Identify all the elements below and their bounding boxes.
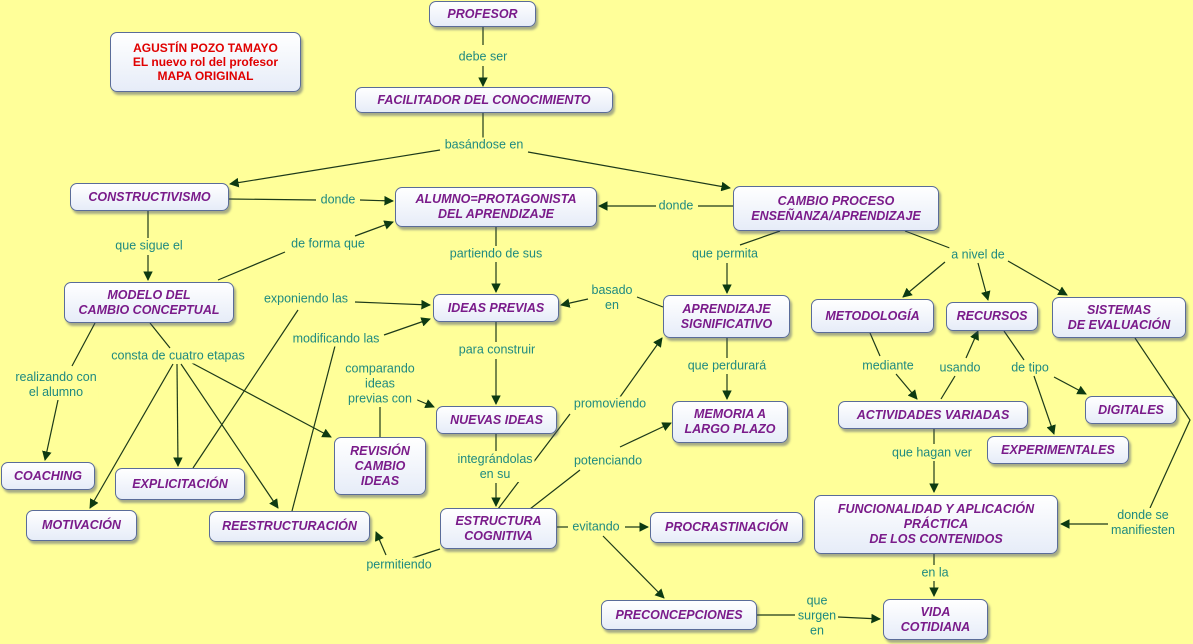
link-label-comparando-ideas-previas: comparando ideas previas con (343, 361, 417, 407)
link-label-de-forma-que: de forma que (289, 236, 367, 252)
link-label-realizando-con-el-alumno: realizando con el alumno (13, 370, 99, 400)
link-label-que-surgen-en: que surgen en (795, 593, 839, 639)
node-metodologia[interactable]: METODOLOGÍA (811, 299, 934, 333)
link-label-usando: usando (937, 360, 983, 376)
node-nuevas-ideas[interactable]: NUEVAS IDEAS (436, 406, 557, 434)
node-reestructuracion[interactable]: REESTRUCTURACIÓN (209, 511, 370, 542)
node-profesor[interactable]: PROFESOR (429, 1, 536, 27)
link-label-debe-ser: debe ser (456, 49, 510, 65)
link-label-consta-de-cuatro-etapas: consta de cuatro etapas (109, 348, 247, 364)
node-modelo-cambio-conceptual[interactable]: MODELO DEL CAMBIO CONCEPTUAL (64, 282, 234, 323)
link-label-basandose-en: basándose en (442, 137, 526, 153)
node-recursos[interactable]: RECURSOS (946, 302, 1038, 331)
node-funcionalidad-aplicacion[interactable]: FUNCIONALIDAD Y APLICACIÓN PRÁCTICA DE L… (814, 495, 1058, 554)
link-label-donde-left: donde (318, 192, 358, 208)
link-label-para-construir: para construir (456, 342, 538, 358)
link-label-evitando: evitando (570, 519, 622, 535)
link-label-donde-right: donde (656, 198, 696, 214)
node-digitales[interactable]: DIGITALES (1085, 396, 1177, 424)
node-preconcepciones[interactable]: PRECONCEPCIONES (601, 600, 757, 630)
node-revision-cambio-ideas[interactable]: REVISIÓN CAMBIO IDEAS (334, 437, 426, 495)
link-label-modificando-las: modificando las (290, 331, 382, 347)
link-label-donde-se-manifiesten: donde se manifiesten (1109, 508, 1177, 538)
node-estructura-cognitiva[interactable]: ESTRUCTURA COGNITIVA (440, 508, 557, 549)
link-label-de-tipo: de tipo (1009, 360, 1051, 376)
node-sistemas-de-evaluacion[interactable]: SISTEMAS DE EVALUACIÓN (1052, 297, 1186, 338)
author-title-box: AGUSTÍN POZO TAMAYO EL nuevo rol del pro… (110, 32, 301, 92)
link-label-basado-en: basado en (589, 283, 635, 313)
link-label-que-hagan-ver: que hagan ver (890, 445, 974, 461)
link-label-partiendo-de-sus: partiendo de sus (447, 246, 545, 262)
link-label-que-permita: que permita (689, 246, 761, 262)
node-actividades-variadas[interactable]: ACTIVIDADES VARIADAS (838, 401, 1028, 429)
node-experimentales[interactable]: EXPERIMENTALES (987, 436, 1129, 464)
link-label-promoviendo: promoviendo (571, 396, 649, 412)
link-label-integrandolas-en-su: integrándolas en su (455, 452, 535, 482)
node-constructivismo[interactable]: CONSTRUCTIVISMO (70, 183, 229, 211)
node-ideas-previas[interactable]: IDEAS PREVIAS (433, 294, 559, 322)
link-label-en-la: en la (919, 565, 951, 581)
node-explicitacion[interactable]: EXPLICITACIÓN (115, 468, 245, 500)
link-label-a-nivel-de: a nivel de (949, 247, 1007, 263)
link-label-que-perdurara: que perdurará (685, 358, 769, 374)
node-cambio-proceso[interactable]: CAMBIO PROCESO ENSEÑANZA/APRENDIZAJE (733, 186, 939, 231)
node-memoria-largo-plazo[interactable]: MEMORIA A LARGO PLAZO (672, 401, 788, 443)
node-alumno-protagonista[interactable]: ALUMNO=PROTAGONISTA DEL APRENDIZAJE (395, 187, 597, 227)
node-vida-cotidiana[interactable]: VIDA COTIDIANA (883, 599, 988, 640)
link-label-que-sigue-el: que sigue el (113, 238, 185, 254)
link-label-exponiendo-las: exponiendo las (261, 291, 351, 307)
node-coaching[interactable]: COACHING (1, 462, 95, 490)
link-label-permitiendo: permitiendo (364, 557, 434, 573)
node-motivacion[interactable]: MOTIVACIÓN (26, 510, 137, 541)
node-facilitador-del-conocimiento[interactable]: FACILITADOR DEL CONOCIMIENTO (355, 87, 613, 113)
link-label-potenciando: potenciando (571, 453, 645, 469)
link-label-mediante: mediante (860, 358, 916, 374)
node-aprendizaje-significativo[interactable]: APRENDIZAJE SIGNIFICATIVO (663, 295, 790, 338)
node-procrastinacion[interactable]: PROCRASTINACIÓN (650, 512, 803, 543)
